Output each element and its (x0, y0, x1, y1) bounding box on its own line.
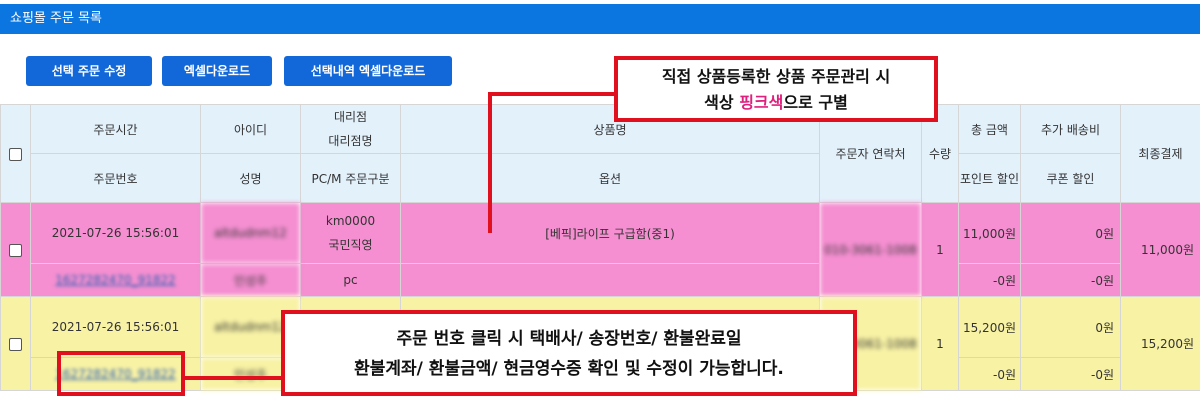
row-select[interactable] (0, 202, 31, 297)
header-total: 총 금액 (958, 104, 1021, 154)
header-select-all[interactable] (0, 104, 31, 203)
order-number-cell: 1627282470_91822 (30, 263, 201, 297)
qty: 1 (921, 202, 959, 297)
total-amount: 15,200원 (958, 296, 1021, 358)
order-number-link[interactable]: 1627282470_91822 (55, 367, 176, 381)
header-order-type: PC/M 주문구분 (300, 153, 401, 203)
checkbox-icon[interactable] (9, 337, 22, 351)
option (400, 263, 820, 297)
contact: 010-3061-1008 (819, 202, 922, 297)
header-point-discount: 포인트 할인 (958, 153, 1021, 203)
header-user-id: 아이디 (200, 104, 301, 154)
order-number-link[interactable]: 1627282470_91822 (55, 273, 176, 287)
callout-text: 색상 핑크색으로 구별 (704, 93, 848, 112)
qty: 1 (921, 296, 959, 391)
coupon-discount: -0원 (1020, 263, 1121, 297)
pink-row-callout: 직접 상품등록한 상품 주문관리 시 색상 핑크색으로 구별 (614, 56, 938, 122)
header-coupon-discount: 쿠폰 할인 (1020, 153, 1121, 203)
point-discount: -0원 (958, 357, 1021, 391)
total-amount: 11,000원 (958, 202, 1021, 264)
excel-download-button[interactable]: 엑셀다운로드 (162, 56, 272, 86)
checkbox-icon[interactable] (9, 147, 22, 161)
header-option: 옵션 (400, 153, 820, 203)
callout-text: 환불계좌/ 환불금액/ 현금영수증 확인 및 수정이 가능합니다. (354, 359, 784, 379)
checkbox-icon[interactable] (9, 243, 22, 257)
callout-text: 직접 상품등록한 상품 주문관리 시 (661, 67, 891, 86)
final-amount: 15,200원 (1120, 296, 1200, 391)
order-time: 2021-07-26 15:56:01 (30, 202, 201, 264)
shipping-fee: 0원 (1020, 202, 1121, 264)
shipping-fee: 0원 (1020, 296, 1121, 358)
callout-connector-line (488, 92, 616, 96)
pink-highlight-text: 핑크색 (739, 93, 784, 112)
edit-selected-order-button[interactable]: 선택 주문 수정 (26, 56, 152, 86)
header-qty: 수량 (921, 104, 959, 203)
user-id: altdudnm12 (200, 202, 301, 264)
order-type: pc (300, 263, 401, 297)
callout-connector-line (488, 92, 492, 233)
row-select[interactable] (0, 296, 31, 391)
header-name: 성명 (200, 153, 301, 203)
order-time: 2021-07-26 15:56:01 (30, 296, 201, 358)
order-number-highlight-box (57, 351, 185, 396)
customer-name: 인성주 (200, 263, 301, 297)
product-name: [베픽]라이프 구급함(중1) (400, 202, 820, 264)
coupon-discount: -0원 (1020, 357, 1121, 391)
excel-download-selected-button[interactable]: 선택내역 엑셀다운로드 (284, 56, 452, 86)
callout-text: 주문 번호 클릭 시 택배사/ 송장번호/ 환불완료일 (396, 329, 742, 349)
page-title: 쇼핑몰 주문 목록 (0, 4, 1200, 34)
table-row: 1627282470_91822 인성주 pc -0원 -0원 (1, 263, 1200, 297)
order-number-callout: 주문 번호 클릭 시 택배사/ 송장번호/ 환불완료일 환불계좌/ 환불금액/ … (281, 310, 857, 396)
header-order-time: 주문시간 (30, 104, 201, 154)
final-amount: 11,000원 (1120, 202, 1200, 297)
callout-connector-line (185, 376, 283, 380)
point-discount: -0원 (958, 263, 1021, 297)
header-shipping: 추가 배송비 (1020, 104, 1121, 154)
header-order-number: 주문번호 (30, 153, 201, 203)
header-final: 최종결제 (1120, 104, 1200, 203)
